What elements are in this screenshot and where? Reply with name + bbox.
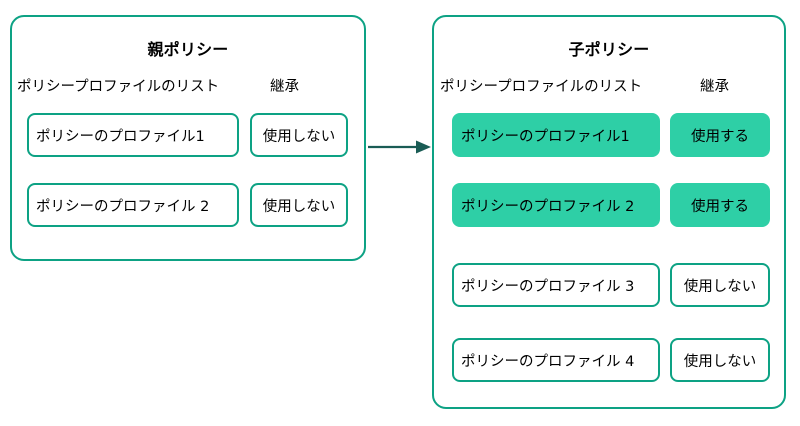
table-row: ポリシーのプロファイル1 使用する: [434, 113, 784, 157]
child-profile-chip-4[interactable]: ポリシーのプロファイル 4: [452, 338, 660, 382]
parent-inheritance-chip-2[interactable]: 使用しない: [250, 183, 348, 227]
child-inheritance-column-header: 継承: [700, 79, 729, 95]
child-profiles-column-header: ポリシープロファイルのリスト: [440, 79, 643, 95]
table-row: ポリシーのプロファイル1 使用しない: [12, 113, 364, 157]
child-inheritance-chip-2[interactable]: 使用する: [670, 183, 770, 227]
parent-inheritance-chip-1[interactable]: 使用しない: [250, 113, 348, 157]
child-column-headers: ポリシープロファイルのリスト 継承: [434, 75, 784, 97]
parent-column-headers: ポリシープロファイルのリスト 継承: [12, 75, 364, 97]
table-row: ポリシーのプロファイル 2 使用しない: [12, 183, 364, 227]
child-policy-title: 子ポリシー: [568, 40, 650, 59]
parent-profiles-column-header: ポリシープロファイルのリスト: [17, 79, 220, 95]
child-profile-chip-3[interactable]: ポリシーのプロファイル 3: [452, 263, 660, 307]
table-row: ポリシーのプロファイル 2 使用する: [434, 183, 784, 227]
parent-policy-title: 親ポリシー: [147, 40, 229, 59]
parent-inheritance-column-header: 継承: [270, 79, 299, 95]
parent-policy-panel: 親ポリシー ポリシープロファイルのリスト 継承 ポリシーのプロファイル1 使用し…: [10, 15, 366, 261]
inheritance-arrow-icon: [368, 140, 431, 154]
child-profile-chip-1[interactable]: ポリシーのプロファイル1: [452, 113, 660, 157]
child-inheritance-chip-4[interactable]: 使用しない: [670, 338, 770, 382]
table-row: ポリシーのプロファイル 4 使用しない: [434, 338, 784, 382]
child-policy-panel: 子ポリシー ポリシープロファイルのリスト 継承 ポリシーのプロファイル1 使用す…: [432, 15, 786, 409]
child-inheritance-chip-1[interactable]: 使用する: [670, 113, 770, 157]
child-inheritance-chip-3[interactable]: 使用しない: [670, 263, 770, 307]
parent-profile-chip-2[interactable]: ポリシーのプロファイル 2: [27, 183, 239, 227]
table-row: ポリシーのプロファイル 3 使用しない: [434, 263, 784, 307]
parent-profile-chip-1[interactable]: ポリシーのプロファイル1: [27, 113, 239, 157]
child-profile-chip-2[interactable]: ポリシーのプロファイル 2: [452, 183, 660, 227]
